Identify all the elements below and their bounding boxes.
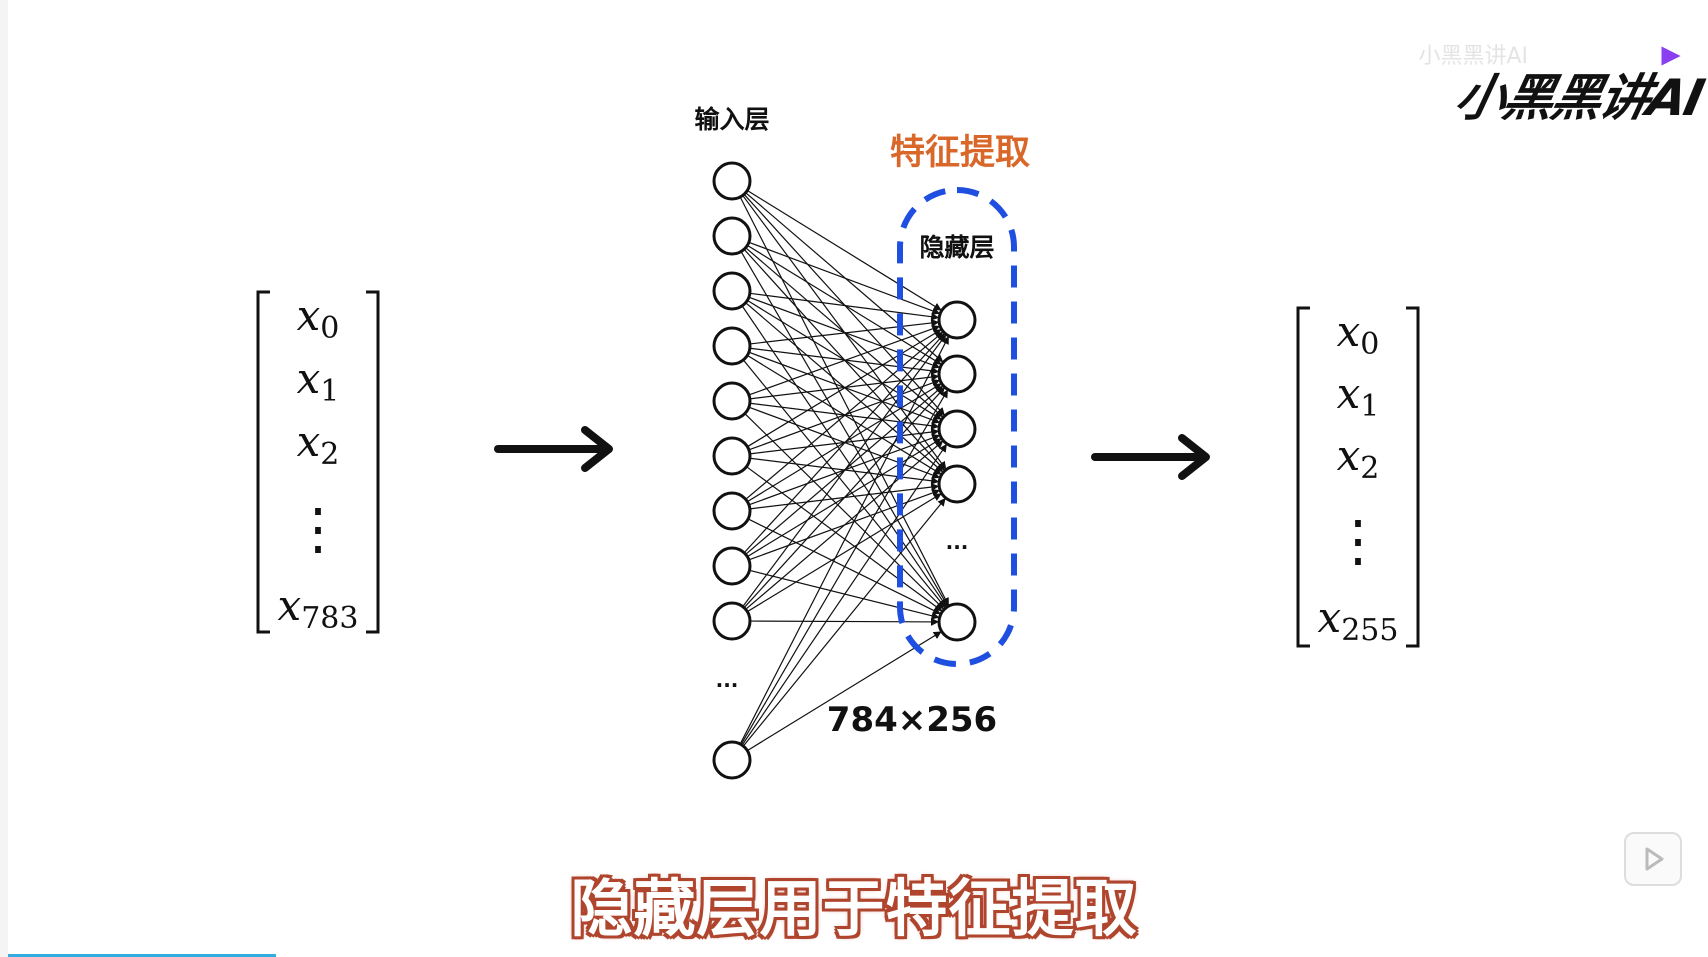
connection-edge <box>749 373 940 400</box>
input-vector-entry: x2 <box>297 417 340 472</box>
connection-edge <box>747 244 942 365</box>
connection-edge <box>749 347 940 375</box>
output-vector-entry: x1 <box>1337 369 1380 424</box>
connection-edge <box>742 359 946 609</box>
input-node <box>712 161 752 201</box>
connection-edge <box>749 319 940 345</box>
input-layer-label: 输入层 <box>694 105 769 134</box>
connection-edge <box>740 389 948 745</box>
feature-extraction-label: 特征提取 <box>890 133 1030 173</box>
progress-bar[interactable] <box>8 954 276 957</box>
input-vector-dots: ⋮ <box>290 497 346 562</box>
connection-edge <box>749 569 940 620</box>
connection-edge <box>742 497 946 747</box>
input-layer-nodes <box>712 161 752 780</box>
right-bracket-open <box>1296 306 1310 648</box>
connection-edge <box>739 196 949 606</box>
connection-edge <box>741 305 947 608</box>
connection-edge <box>748 325 941 396</box>
input-node <box>712 546 752 586</box>
input-node <box>712 271 752 311</box>
hidden-layer-nodes <box>937 300 977 642</box>
connection-edge <box>746 189 942 311</box>
input-node <box>712 491 752 531</box>
connection-edge <box>745 440 944 610</box>
hidden-node <box>937 354 977 394</box>
connection-edge <box>749 617 940 626</box>
right-arrow-2 <box>1091 434 1210 480</box>
connection-edges <box>739 189 949 752</box>
hidden-node <box>937 602 977 642</box>
faint-brand-watermark: 小黑黑讲AI <box>1418 44 1528 69</box>
output-vector-dots: ⋮ <box>1330 509 1386 574</box>
input-node <box>712 216 752 256</box>
input-layer-ellipsis: ··· <box>716 673 739 697</box>
weight-dims-label: 784×256 <box>827 700 997 740</box>
hidden-node <box>937 409 977 449</box>
connection-edge <box>740 251 948 607</box>
left-bracket-open <box>256 290 270 634</box>
connection-edge <box>741 443 947 746</box>
play-icon <box>1645 847 1664 871</box>
connection-edge <box>748 241 941 315</box>
input-node <box>712 381 752 421</box>
connection-edge <box>747 518 941 615</box>
connection-edge <box>744 413 945 610</box>
input-vector-entry: x0 <box>297 291 340 346</box>
connection-edge <box>746 466 943 612</box>
connection-edge <box>739 336 949 745</box>
subtitle-caption: 隐藏层用于特征提取 <box>570 872 1138 945</box>
input-node <box>712 601 752 641</box>
connection-edge <box>745 192 944 363</box>
hidden-node <box>937 300 977 340</box>
input-vector-entry: x783 <box>278 581 359 636</box>
output-vector-entry: x2 <box>1337 431 1380 486</box>
hidden-layer-ellipsis: ··· <box>946 535 969 559</box>
right-arrow-1 <box>494 426 613 472</box>
input-vector: x0 x1 x2 ⋮ x783 <box>256 290 380 636</box>
connection-edge <box>742 334 947 607</box>
connection-edge <box>745 331 944 500</box>
connection-edge <box>743 333 945 554</box>
input-node <box>712 436 752 476</box>
input-vector-entry: x1 <box>297 354 340 409</box>
frame-left-edge <box>0 0 8 957</box>
right-bracket-close <box>1406 306 1420 648</box>
connection-edge <box>747 631 942 752</box>
hidden-node <box>937 464 977 504</box>
connection-edge <box>747 329 942 448</box>
connection-edge <box>743 387 945 609</box>
input-node <box>712 326 752 366</box>
input-node <box>712 740 752 780</box>
connection-edge <box>747 493 942 613</box>
left-bracket-close <box>366 290 380 634</box>
hidden-layer-highlight <box>897 187 1017 667</box>
output-vector-entry: x0 <box>1337 307 1380 362</box>
player-play-button[interactable] <box>1624 832 1682 886</box>
play-logo-icon <box>1658 41 1688 71</box>
output-vector: x0 x1 x2 ⋮ x255 <box>1296 306 1420 648</box>
hidden-layer-label: 隐藏层 <box>919 233 994 262</box>
output-vector-entry: x255 <box>1318 593 1399 648</box>
connection-edge <box>749 292 940 321</box>
connection-edge <box>748 296 941 369</box>
